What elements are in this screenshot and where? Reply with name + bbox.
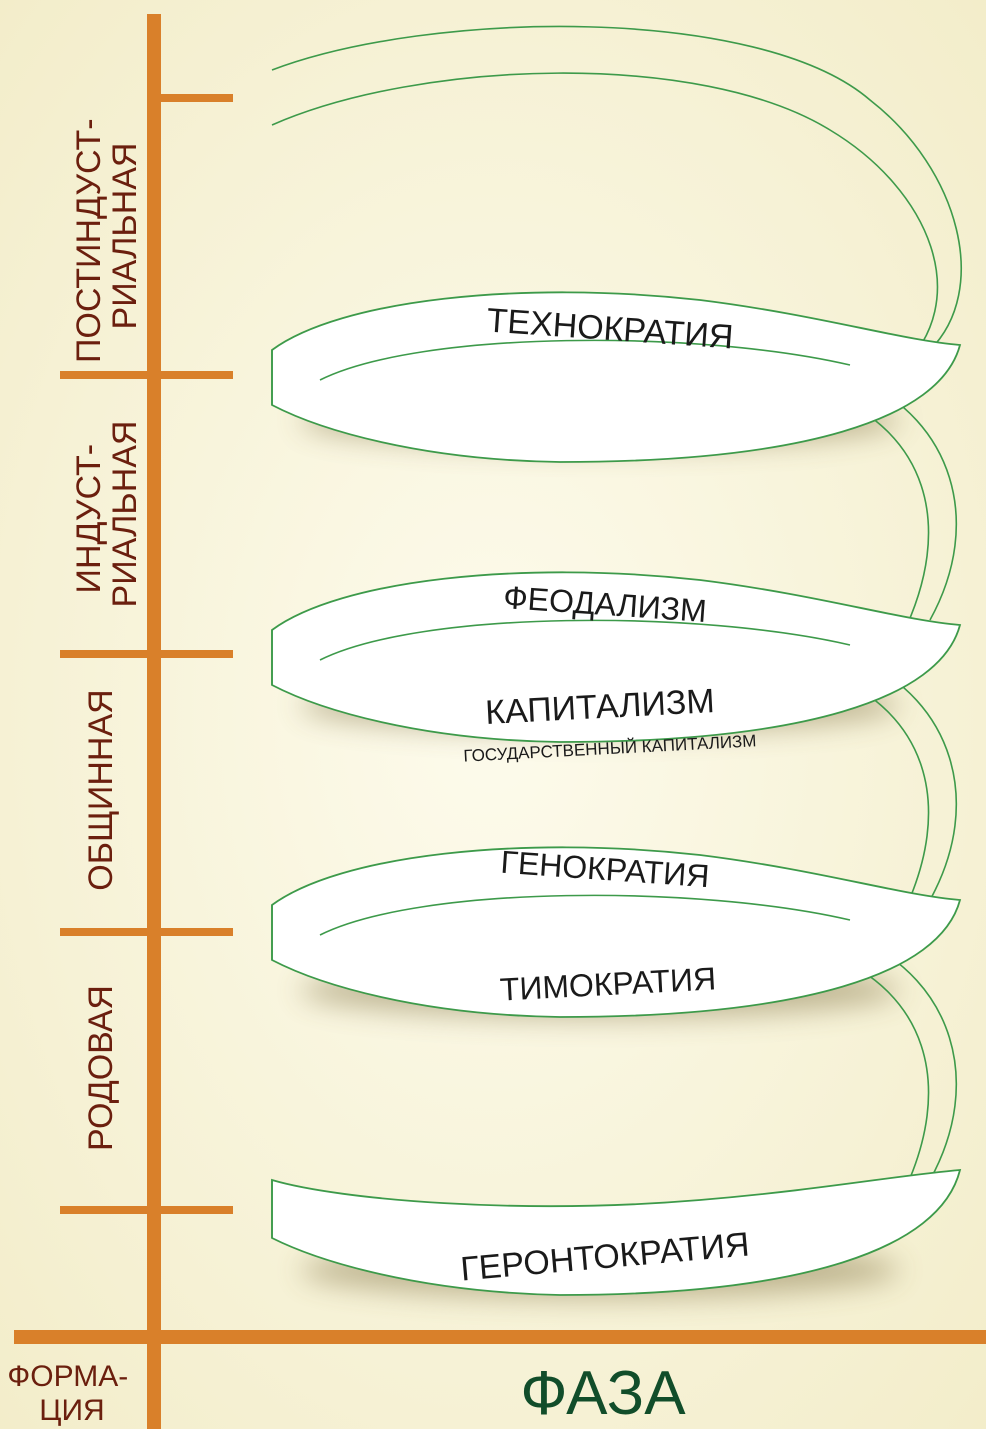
tick-4	[60, 928, 233, 936]
formation-label-industrial: ИНДУСТ- РИАЛЬНАЯ	[70, 421, 144, 608]
formation-label-communal: ОБЩИННАЯ	[82, 689, 120, 890]
formation-label-tribal: РОДОВАЯ	[82, 985, 120, 1151]
tick-2	[60, 371, 233, 379]
horizontal-axis	[14, 1330, 986, 1344]
axis-label-phase: ФАЗА	[520, 1359, 686, 1428]
tick-5	[60, 1206, 233, 1214]
tick-1	[161, 94, 233, 102]
vertical-axis	[147, 14, 161, 1429]
tick-3	[60, 650, 233, 658]
formation-label-postindustrial: ПОСТИНДУСТ- РИАЛЬНАЯ	[70, 109, 144, 363]
